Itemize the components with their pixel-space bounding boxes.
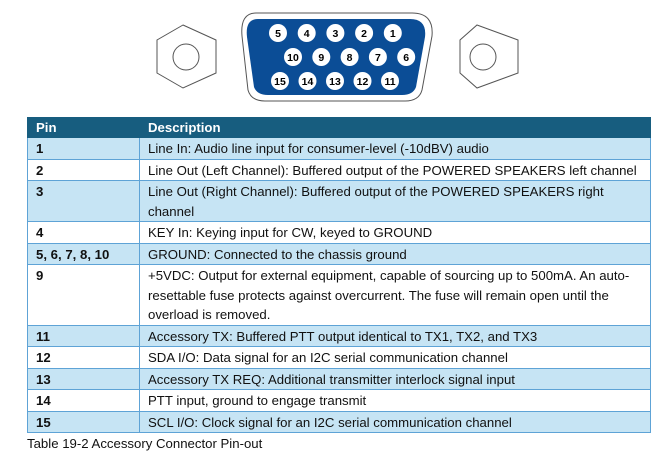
pin-circle (326, 24, 345, 42)
pin-number: 6 (403, 52, 409, 64)
pin-number: 12 (357, 76, 369, 88)
pin-circle (297, 24, 316, 42)
header-pin: Pin (27, 117, 140, 138)
pin-number: 1 (390, 28, 396, 40)
pin-number: 13 (329, 76, 341, 88)
pin-number: 4 (304, 28, 310, 40)
pin-circle (353, 72, 372, 90)
table-caption: Table 19-2 Accessory Connector Pin-out (27, 436, 263, 451)
description-cell: GROUND: Connected to the chassis ground (139, 242, 651, 265)
pin-circle (271, 72, 289, 90)
table-row: 9+5VDC: Output for external equipment, c… (27, 264, 651, 326)
description-cell: SDA I/O: Data signal for an I2C serial c… (139, 346, 651, 369)
pin-number: 15 (274, 76, 286, 88)
description-cell: Line Out (Right Channel): Buffered outpu… (139, 180, 651, 222)
pin-cell: 2 (27, 158, 140, 181)
left-hex-nut-icon (156, 24, 217, 89)
description-cell: Line Out (Left Channel): Buffered output… (139, 158, 651, 181)
right-hex-nut-icon (459, 24, 519, 89)
pin-number: 14 (302, 76, 314, 88)
description-cell: SCL I/O: Clock signal for an I2C serial … (139, 410, 651, 433)
pin-circle (269, 24, 287, 42)
db15-connector-diagram: 5 4 3 2 1 10 9 8 7 6 15 14 13 12 11 (156, 12, 519, 102)
pin-circle (284, 48, 302, 66)
pin-cell: 11 (27, 324, 140, 347)
table-header-row: Pin Description (27, 117, 651, 138)
pin-number: 10 (287, 52, 299, 64)
pin-circle (397, 48, 416, 66)
pin-cell: 14 (27, 389, 140, 412)
pin-cell: 3 (27, 180, 140, 222)
pin-cell: 12 (27, 346, 140, 369)
pin-number: 11 (384, 76, 395, 88)
pin-number: 8 (347, 52, 353, 64)
connector-shell (246, 19, 426, 95)
pin-cell: 9 (27, 264, 140, 326)
pin-circle (326, 72, 344, 90)
description-cell: Accessory TX: Buffered PTT output identi… (139, 324, 651, 347)
description-cell: Line In: Audio line input for consumer-l… (139, 137, 651, 160)
pin-number: 7 (375, 52, 381, 64)
pin-cell: 15 (27, 410, 140, 433)
pin-number: 3 (332, 28, 338, 40)
header-description: Description (139, 117, 651, 138)
pin-circle (298, 72, 317, 90)
description-cell: KEY In: Keying input for CW, keyed to GR… (139, 221, 651, 244)
pin-number: 9 (318, 52, 324, 64)
description-cell: PTT input, ground to engage transmit (139, 389, 651, 412)
pin-cell: 5, 6, 7, 8, 10 (27, 242, 140, 265)
pin-cell: 13 (27, 367, 140, 390)
pin-number: 5 (275, 28, 281, 40)
pin-circle (381, 72, 399, 90)
pin-number: 2 (361, 28, 367, 40)
pin-cell: 1 (27, 137, 140, 160)
description-cell: +5VDC: Output for external equipment, ca… (139, 264, 651, 326)
pin-circle (340, 48, 359, 66)
pin-circle (312, 48, 331, 66)
pin-circle (383, 24, 402, 42)
pin-cell: 4 (27, 221, 140, 244)
pin-circle (355, 24, 374, 42)
pin-circle (368, 48, 387, 66)
description-cell: Accessory TX REQ: Additional transmitter… (139, 367, 651, 390)
